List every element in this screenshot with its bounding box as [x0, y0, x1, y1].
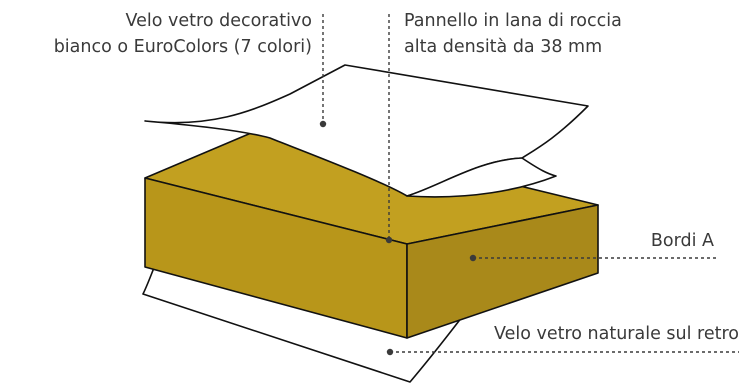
label-rockwool-panel-line1: Pannello in lana di roccia [404, 11, 622, 31]
label-back-veil: Velo vetro naturale sul retro [494, 324, 739, 344]
panel-side-face [406, 204, 599, 339]
label-decorative-veil-line1: Velo vetro decorativo [126, 11, 312, 31]
dot-edges [469, 254, 477, 262]
label-edges: Bordi A [651, 231, 714, 251]
label-rockwool-panel-line2: alta densità da 38 mm [404, 37, 602, 57]
dot-decorative-veil [319, 120, 327, 128]
label-decorative-veil-line2: bianco o EuroColors (7 colori) [54, 37, 312, 57]
dot-back-veil [386, 348, 394, 356]
dot-rockwool-panel [385, 236, 393, 244]
veil-curl [406, 157, 557, 198]
